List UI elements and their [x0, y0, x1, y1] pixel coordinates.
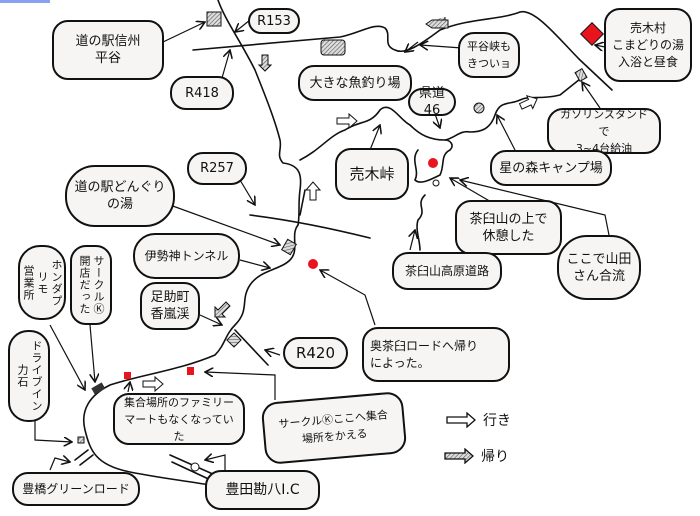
label-urugi-pass: 売木峠 [335, 148, 409, 200]
outbound-arrow-icon [142, 375, 164, 393]
fishing-spot-icon [320, 39, 346, 56]
label-r153: R153 [248, 8, 300, 34]
label-familymart: 集合場所のファミリー マートもなくなっていた [113, 393, 245, 445]
return-arrow-icon [257, 54, 273, 72]
label-chausu-rest: 茶臼山の上で 休憩した [455, 200, 562, 255]
label-circlek-meet: サークルⓀここへ集合 場所をかえる [260, 390, 408, 466]
label-iseigami-tunnel: 伊勢神トンネル [133, 233, 240, 279]
return-arrow-icon [425, 17, 449, 29]
iseigami-tunnel-icon [280, 238, 298, 256]
gas-station-icon [574, 67, 588, 83]
road-green [74, 449, 94, 466]
outbound-arrow-icon [518, 95, 538, 110]
label-urugi-onsen: 売木村 こまどりの湯 入浴と昼食 [604, 8, 692, 82]
label-honda-primo: ホンダプリモ 営業所 [18, 245, 66, 320]
return-arrow-icon [214, 301, 231, 318]
road-main-south [83, 224, 299, 486]
legend-return-label: 帰り [481, 449, 509, 465]
label-circlek-open: サークルⓀ 開店だった [70, 245, 112, 325]
label-green-road: 豊橋グリーンロード [12, 472, 140, 506]
outbound-arrow-icon [446, 412, 476, 428]
chausu-rest-marker-icon [428, 158, 438, 168]
label-r257: R257 [187, 152, 247, 185]
road-urugi-loop [414, 139, 453, 183]
label-toyota-ic: 豊田勘八I.C [205, 470, 320, 510]
label-chausu-road: 茶臼山高原道路 [392, 252, 502, 290]
label-camp: 星の森キャンプ場 [490, 150, 612, 186]
label-michinoeki-hiraya: 道の駅信州 平谷 [52, 20, 164, 80]
oku-chausu-marker-icon [308, 259, 318, 269]
circlek-meet-marker-icon [187, 367, 194, 375]
camp-marker-icon [473, 102, 485, 114]
road-r153 [217, 0, 302, 226]
legend-return: 帰り [443, 446, 509, 466]
legend-outbound-label: 行き [483, 413, 511, 429]
road-r420 [234, 329, 269, 366]
label-korankei: 足助町 香嵐渓 [140, 282, 200, 330]
label-hiraya-pass: 平谷峡も きついョ [458, 32, 520, 78]
onsen-marker-icon [579, 21, 605, 47]
chausu-top-marker-icon [432, 179, 440, 187]
road-chausu [416, 194, 426, 251]
label-gas-station: ガソリンスタンドで 3~4台給油 [547, 108, 661, 155]
label-r420: R420 [283, 337, 348, 369]
familymart-marker-icon [124, 372, 131, 379]
label-pref-road-46: 県道46 [408, 86, 456, 118]
michinoeki-hiraya-icon [206, 11, 222, 27]
label-fishing: 大きな魚釣り場 [298, 65, 412, 101]
label-drivein: ドライブイン 力石 [8, 330, 50, 422]
circlek-honda-icon [91, 382, 106, 395]
outbound-arrow-icon [304, 181, 322, 201]
legend-outbound: 行き [445, 410, 511, 430]
ic-junction-icon [190, 462, 200, 472]
label-donguri: 道の駅どんぐり の湯 [65, 165, 175, 227]
drivein-icon [77, 436, 85, 444]
top-edge-bar [0, 0, 50, 3]
label-yamada-join: ここで山田 さん合流 [557, 235, 641, 300]
label-r418: R418 [170, 76, 234, 110]
korankei-icon [226, 332, 242, 348]
return-arrow-icon [444, 448, 474, 464]
road-r257 [249, 214, 371, 239]
road-r418-link [299, 189, 306, 216]
label-oku-chausu: 奥茶臼ロードへ帰り によった。 [362, 327, 510, 382]
outbound-arrow-icon [336, 112, 358, 130]
